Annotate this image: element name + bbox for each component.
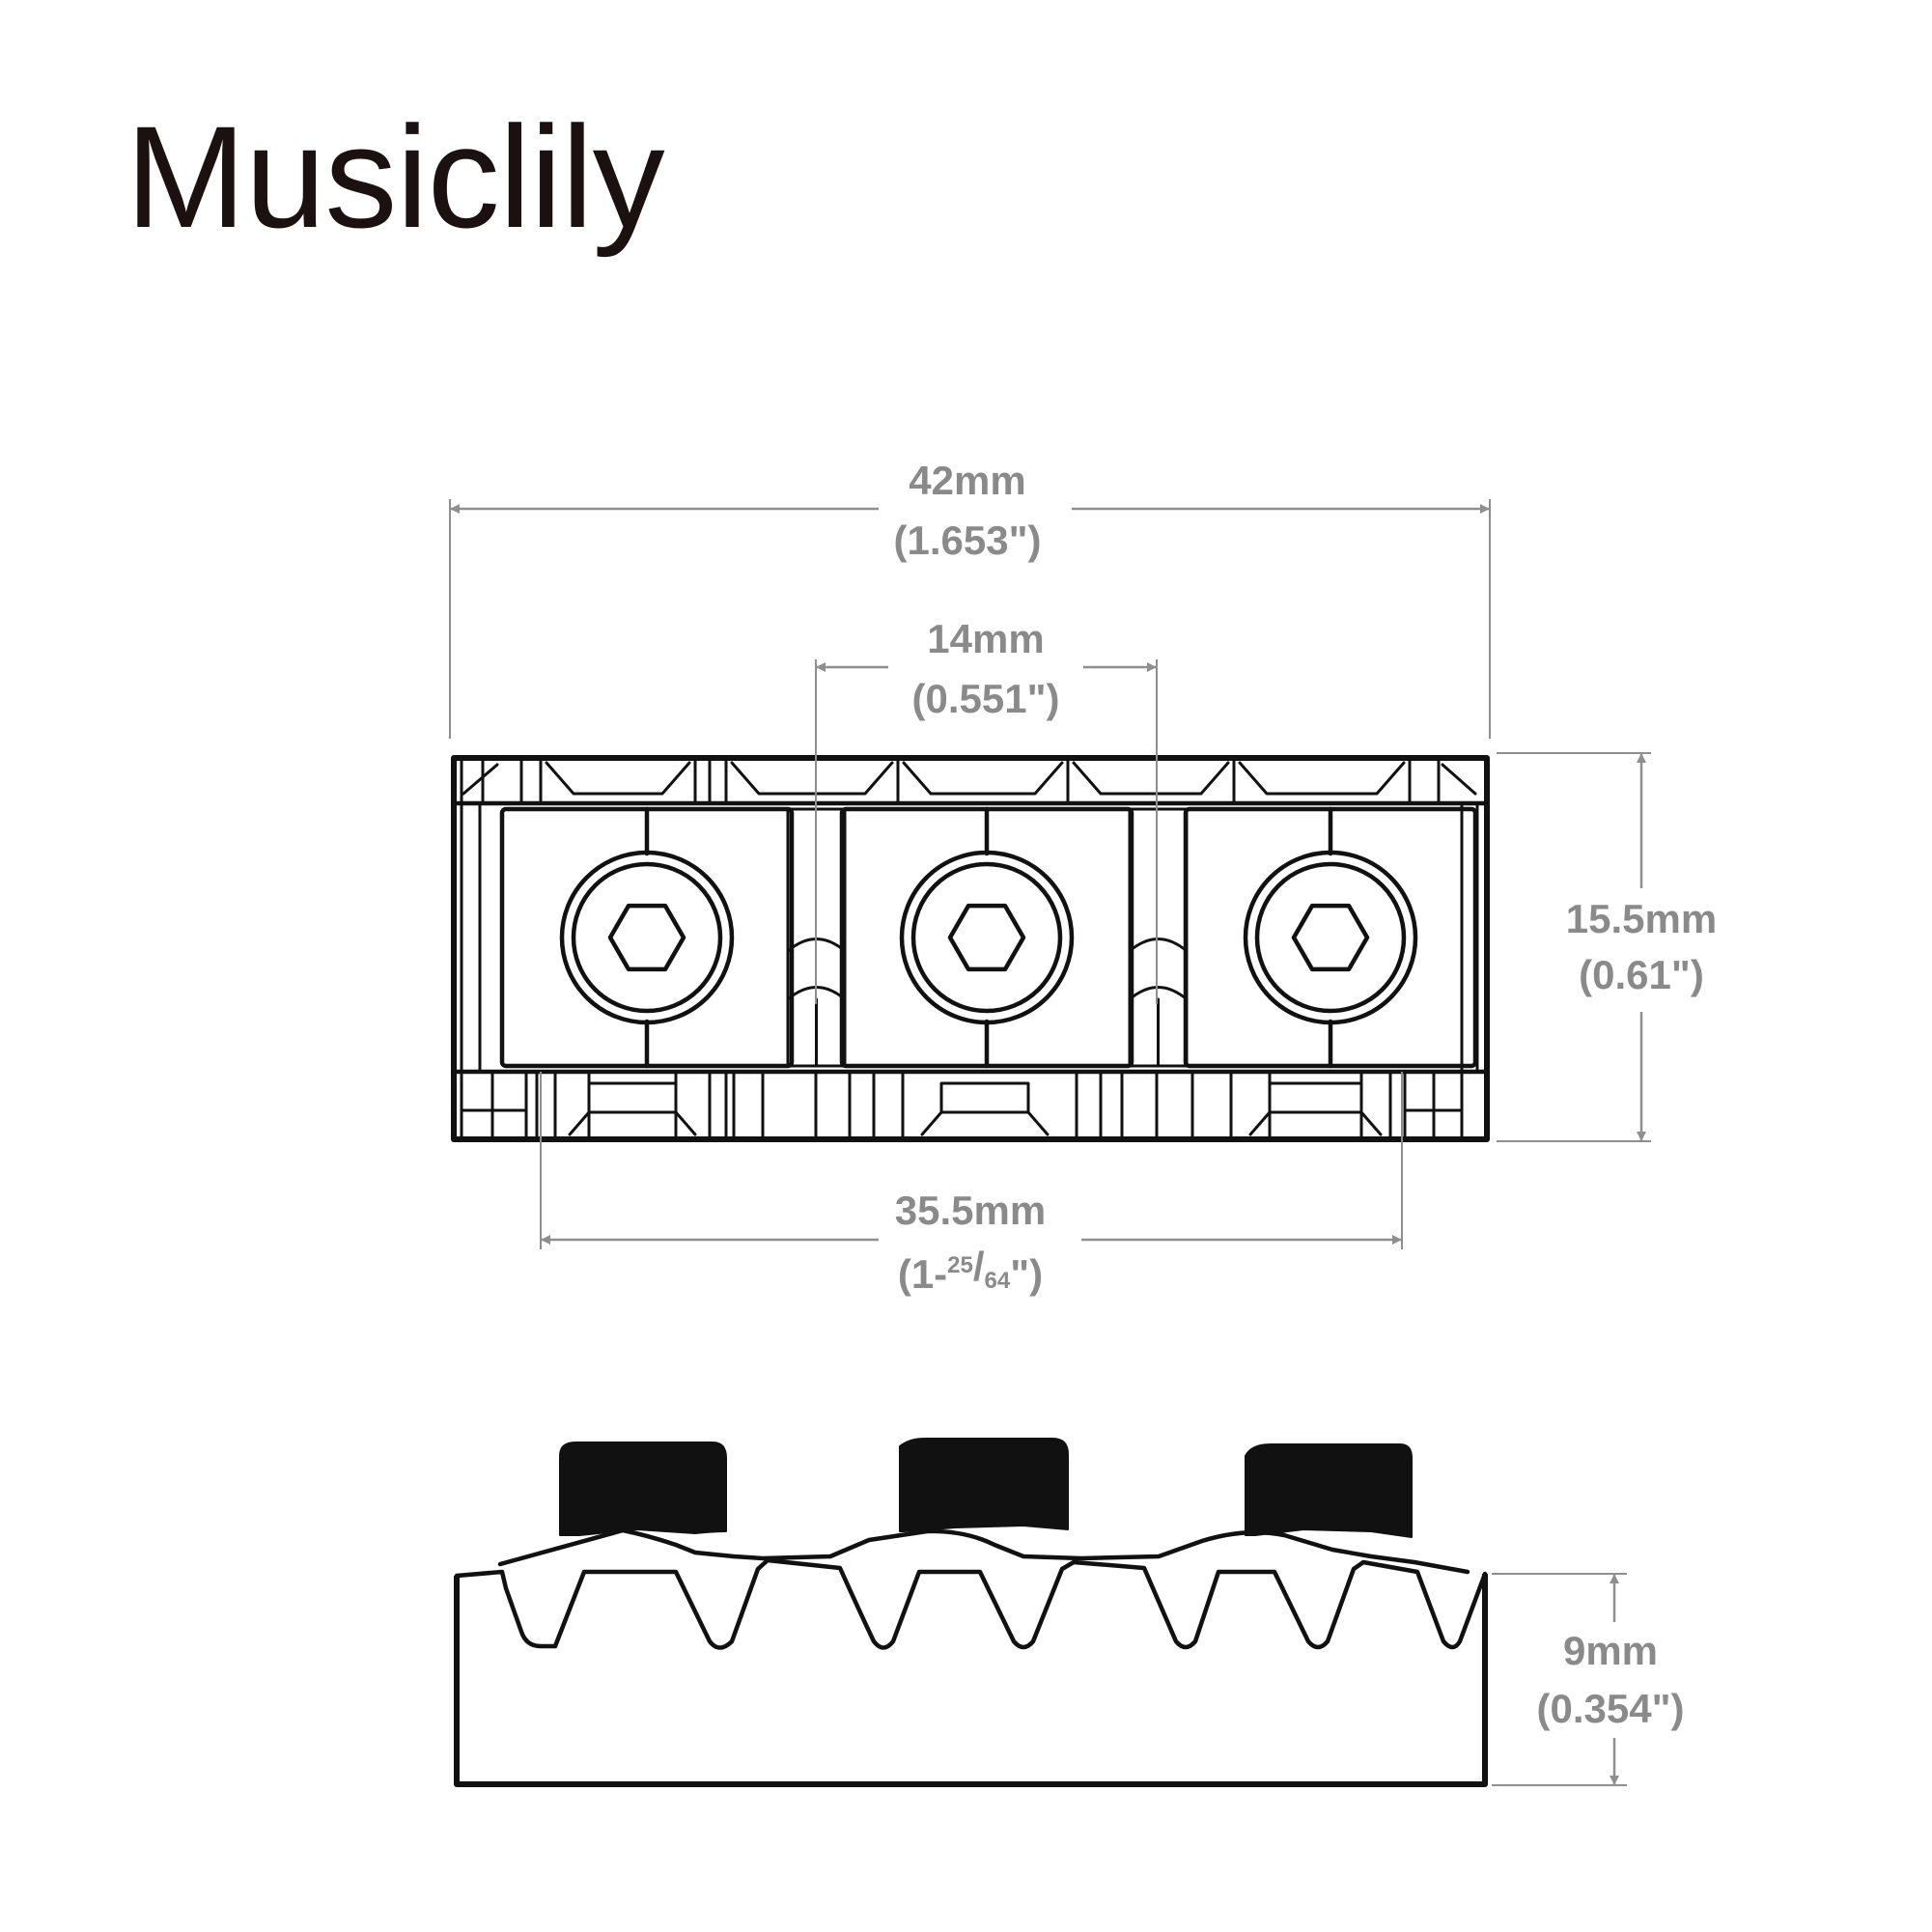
overall-width-imperial: (1.653")	[894, 518, 1042, 563]
screw-spacing-imperial: (0.551")	[912, 676, 1060, 721]
side-clamp-2	[899, 1438, 1069, 1532]
side-clamp-1	[559, 1442, 727, 1536]
dimension-screw-spacing: 14mm (0.551")	[815, 616, 1158, 1004]
dimension-height: 9mm (0.354")	[1492, 1573, 1685, 1786]
dimension-overall-width: 42mm (1.653")	[449, 458, 1491, 739]
top-view	[451, 755, 1490, 1142]
clamp-block-3	[1183, 806, 1478, 1069]
top-view-outline	[451, 755, 1490, 1142]
side-clamp-3	[1245, 1443, 1413, 1538]
clamp-block-2	[839, 806, 1134, 1069]
height-imperial: (0.354")	[1537, 1686, 1685, 1731]
base-width-metric: 35.5mm	[895, 1188, 1046, 1233]
hex-socket-screw-icon	[559, 850, 735, 1025]
bottom-frieze	[460, 1072, 1464, 1138]
depth-imperial: (0.61")	[1579, 952, 1704, 997]
hex-socket-screw-icon	[899, 850, 1075, 1025]
screw-spacing-metric: 14mm	[927, 616, 1044, 661]
side-view	[454, 1438, 1488, 1787]
top-frieze	[460, 759, 1477, 803]
height-metric: 9mm	[1563, 1628, 1658, 1673]
depth-metric: 15.5mm	[1566, 896, 1717, 941]
dimension-base-width: 35.5mm (1-25/64")	[540, 1072, 1403, 1297]
clamp-block-1	[499, 806, 795, 1069]
brand-logo: Musiclily	[126, 96, 665, 258]
dimension-depth: 15.5mm (0.61")	[1497, 752, 1717, 1142]
overall-width-metric: 42mm	[909, 458, 1025, 503]
base-width-imperial: (1-25/64")	[898, 1244, 1043, 1297]
hex-socket-screw-icon	[1243, 850, 1418, 1025]
side-view-body	[454, 1574, 1488, 1787]
